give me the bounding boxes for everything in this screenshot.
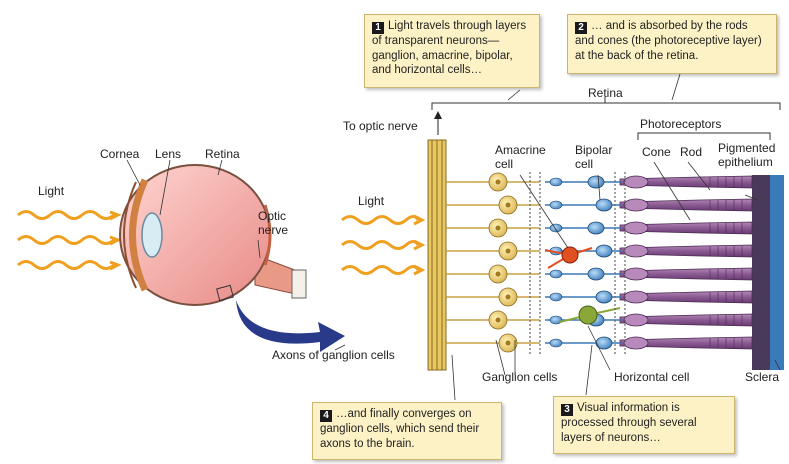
photoreceptor-cell [620, 176, 752, 188]
label-retina-top: Retina [588, 87, 623, 100]
retina-leaders [452, 74, 780, 400]
callout-1-text: Light travels through layers of transpar… [372, 20, 526, 76]
photoreceptor-cell [620, 291, 752, 303]
callout-4: 4…and finally converges on ganglion cell… [312, 402, 502, 460]
photoreceptors-bracket [638, 133, 770, 140]
label-amacrine-1: Amacrine [495, 144, 546, 157]
horizontal-cell [560, 306, 620, 324]
label-retina-eye: Retina [205, 148, 240, 161]
bipolar-cell [545, 337, 622, 349]
label-photoreceptors: Photoreceptors [640, 118, 721, 131]
label-optic-nerve-2: nerve [258, 224, 288, 237]
photoreceptor-layer [620, 176, 752, 349]
callout-1-number: 1 [372, 22, 384, 34]
bipolar-cell [545, 268, 622, 280]
callout-2-number: 2 [575, 22, 587, 34]
ganglion-cell [446, 311, 540, 329]
callout-2: 2… and is absorbed by the rods and cones… [567, 14, 777, 74]
label-optic-nerve-1: Optic [258, 210, 286, 223]
label-axons: Axons of ganglion cells [272, 349, 395, 362]
label-bipolar-1: Bipolar [575, 144, 612, 157]
label-light-left: Light [38, 185, 64, 198]
label-ganglion-cells: Ganglion cells [482, 371, 557, 384]
photoreceptor-cell [620, 199, 752, 211]
label-to-optic-nerve: To optic nerve [343, 120, 418, 133]
ganglion-cell [446, 219, 540, 237]
ganglion-cell [446, 265, 540, 283]
label-sclera: Sclera [745, 371, 779, 384]
label-horizontal-cell: Horizontal cell [614, 371, 689, 384]
label-rod: Rod [680, 146, 702, 159]
light-waves-right [342, 216, 422, 274]
bipolar-cell [545, 291, 622, 303]
label-cone: Cone [642, 146, 671, 159]
ganglion-cell [446, 242, 540, 260]
photoreceptor-cell [620, 245, 752, 257]
callout-4-text: …and finally converges on ganglion cells… [320, 408, 479, 450]
ganglion-cell [446, 334, 540, 352]
label-bipolar-2: cell [575, 158, 593, 171]
bipolar-cell [545, 176, 622, 188]
label-amacrine-2: cell [495, 158, 513, 171]
bipolar-cell [545, 222, 622, 234]
callout-4-number: 4 [320, 410, 332, 422]
photoreceptor-cell [620, 222, 752, 234]
photoreceptor-cell [620, 268, 752, 280]
sclera-layer [768, 175, 784, 370]
photoreceptor-cell [620, 314, 752, 326]
label-cornea: Cornea [100, 148, 139, 161]
ganglion-cell [446, 196, 540, 214]
label-pigmented-2: epithelium [718, 156, 773, 169]
zoom-arrow [236, 300, 345, 352]
axon-bundle [428, 115, 446, 370]
ganglion-cell [446, 173, 540, 191]
ganglion-cell [446, 288, 540, 306]
callout-3-number: 3 [561, 404, 573, 416]
callout-2-text: … and is absorbed by the rods and cones … [575, 20, 762, 62]
bipolar-cell [545, 199, 622, 211]
ganglion-layer [446, 173, 540, 352]
label-pigmented-1: Pigmented [718, 142, 775, 155]
light-waves-left [18, 212, 118, 270]
pigmented-layer [752, 175, 770, 370]
synapse-layers [530, 172, 625, 355]
label-lens: Lens [155, 148, 181, 161]
label-light-right: Light [358, 195, 384, 208]
callout-3-text: Visual information is processed through … [561, 402, 697, 444]
photoreceptor-cell [620, 337, 752, 349]
